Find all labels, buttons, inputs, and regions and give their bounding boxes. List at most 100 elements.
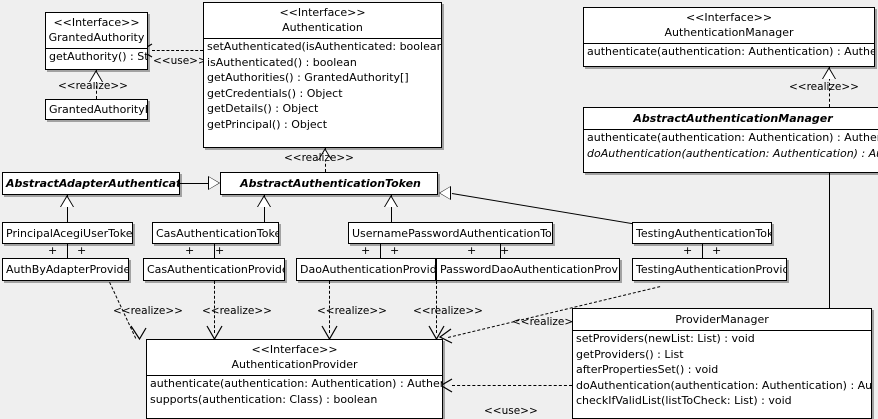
class-testing-authentication-provider[interactable]: TestingAuthenticationProvider	[632, 258, 787, 281]
association-plus-left-principal: +	[48, 244, 58, 257]
class-abstract-adapter-authentication-token[interactable]: AbstractAdapterAuthenticationToken	[2, 172, 180, 195]
realize-line-passworddaoauthenticationprovider	[436, 281, 437, 333]
class-stereotype: <<Interface>>	[53, 16, 140, 29]
class-member: isAuthenticated() : boolean	[207, 55, 357, 69]
generalization-triangle-fill-castoken	[258, 197, 270, 207]
association-plus-left-passworddao: +	[467, 244, 477, 257]
class-abstract-authentication-manager[interactable]: AbstractAuthenticationManager authentica…	[583, 107, 878, 173]
class-member: getAuthorities() : GrantedAuthority[]	[207, 71, 409, 84]
association-line-passworddao	[500, 243, 501, 258]
association-plus-right-cas: +	[215, 244, 225, 257]
class-principal-acegi-user-token[interactable]: PrincipalAcegiUserToken	[2, 222, 133, 244]
class-name: PrincipalAcegiUserToken	[6, 227, 133, 240]
realize-line-casauthenticationprovider	[214, 281, 215, 333]
realize-label-abstracttoken: <<realize>>	[284, 152, 354, 164]
association-plus-left-cas: +	[185, 244, 195, 257]
class-testing-authentication-token[interactable]: TestingAuthenticationToken	[632, 222, 772, 244]
class-member: authenticate(authentication: Authenticat…	[587, 45, 874, 58]
class-name: AbstractAdapterAuthenticationToken	[6, 177, 179, 190]
realize-label-authbyadapterprovider: <<realize>>	[113, 305, 183, 317]
realize-label-abstractauthmgr: <<realize>>	[789, 81, 859, 93]
class-abstract-authentication-token[interactable]: AbstractAuthenticationToken	[220, 172, 438, 195]
generalization-line-providermanager	[829, 173, 830, 308]
class-provider-manager[interactable]: ProviderManager setProviders(newList: Li…	[572, 308, 872, 419]
class-divider	[584, 43, 874, 44]
class-stereotype: <<Interface>>	[685, 11, 773, 24]
association-plus-left-testing: +	[683, 244, 693, 257]
use-connector-authentication-grantedauthority	[152, 50, 203, 51]
class-authentication[interactable]: <<Interface>> Authentication setAuthenti…	[203, 2, 442, 148]
realize-line-abstractauthmgr	[829, 67, 830, 107]
class-member: doAuthentication(authentication: Authent…	[587, 146, 878, 160]
open-arrow-casauthenticationprovider	[205, 325, 223, 341]
class-name: AbstractAuthenticationManager	[633, 112, 833, 125]
class-name: CasAuthenticationToken	[156, 227, 279, 240]
generalization-triangle-fill-testingtoken	[440, 187, 450, 199]
class-divider	[584, 129, 878, 130]
class-member: setProviders(newList: List) : void	[576, 332, 755, 345]
association-plus-right-dao: +	[390, 244, 400, 257]
association-line-cas	[214, 243, 215, 258]
class-cas-authentication-token[interactable]: CasAuthenticationToken	[152, 222, 279, 244]
class-name: AuthenticationManager	[664, 26, 794, 39]
class-password-dao-authentication-provider[interactable]: PasswordDaoAuthenticationProvider	[436, 258, 620, 281]
class-authentication-provider[interactable]: <<Interface>> AuthenticationProvider aut…	[146, 339, 443, 419]
class-members: authenticate(authentication: Authenticat…	[147, 376, 442, 407]
class-name: GrantedAuthorityImpl	[49, 103, 148, 116]
class-name: AbstractAuthenticationToken	[240, 177, 421, 190]
association-line-testing	[702, 243, 703, 258]
class-member: getCredentials() : Object	[207, 86, 343, 100]
class-member: getPrincipal() : Object	[207, 117, 328, 131]
class-member: getAuthority() : String	[49, 50, 147, 63]
class-authentication-manager[interactable]: <<Interface>> AuthenticationManager auth…	[583, 7, 875, 67]
class-name: PasswordDaoAuthenticationProvider	[440, 263, 620, 276]
class-stereotype: <<Interface>>	[279, 6, 366, 19]
class-username-password-authentication-token[interactable]: UsernamePasswordAuthenticationToken	[348, 222, 553, 244]
class-member: checkIfValidList(listToCheck: List) : vo…	[576, 394, 792, 407]
class-divider	[204, 38, 441, 39]
class-member: afterPropertiesSet() : void	[576, 363, 719, 376]
class-members: authenticate(authentication: Authenticat…	[584, 130, 878, 161]
class-name: Authentication	[282, 21, 363, 34]
generalization-line-castoken-v1	[264, 195, 265, 222]
class-name: ProviderManager	[675, 313, 769, 326]
class-name: TestingAuthenticationProvider	[636, 263, 787, 276]
class-member: doAuthentication(authentication: Authent…	[576, 378, 872, 392]
class-name: AuthenticationProvider	[231, 358, 358, 371]
class-cas-authentication-provider[interactable]: CasAuthenticationProvider	[143, 258, 285, 281]
open-arrow-authbyadapterprovider	[129, 325, 147, 341]
association-plus-right-passworddao: +	[500, 244, 510, 257]
realize-triangle-fill-abstracttoken	[319, 150, 331, 160]
realize-triangle-fill-grantedauthorityimpl	[90, 72, 102, 82]
generalization-triangle-fill-usernamepasswordtoken	[385, 197, 397, 207]
generalization-triangle-fill-adaptertoken	[209, 177, 219, 189]
class-name: TestingAuthenticationToken	[636, 227, 772, 240]
class-member: setAuthenticated(isAuthenticated: boolea…	[207, 40, 441, 53]
association-line-principal-authbyadapter	[67, 243, 68, 258]
generalization-line-usernamepasswordtoken	[391, 195, 392, 222]
realize-label-daoauthenticationprovider: <<realize>>	[317, 305, 387, 317]
realize-line-grantedauthorityimpl	[96, 70, 97, 99]
class-divider	[147, 375, 442, 376]
generalization-line-adaptertoken	[180, 183, 208, 184]
class-name: CasAuthenticationProvider	[147, 263, 285, 276]
association-line-dao	[380, 243, 381, 258]
use-label-providermanager: <<use>>	[484, 405, 538, 417]
class-dao-authentication-provider[interactable]: DaoAuthenticationProvider	[296, 258, 436, 281]
class-members: authenticate(authentication: Authenticat…	[584, 44, 874, 60]
association-plus-right-principal: +	[77, 244, 87, 257]
realize-label-casauthenticationprovider: <<realize>>	[202, 305, 272, 317]
class-granted-authority[interactable]: <<Interface>> GrantedAuthority getAuthor…	[45, 12, 148, 70]
class-divider	[46, 48, 147, 49]
class-member: supports(authentication: Class) : boolea…	[150, 392, 378, 406]
realize-label-passworddaoauthenticationprovider: <<realize>>	[413, 305, 483, 317]
generalization-line-principalacegitoken	[67, 195, 68, 222]
generalization-triangle-fill-principalacegitoken	[61, 197, 73, 207]
class-auth-by-adapter-provider[interactable]: AuthByAdapterProvider	[2, 258, 129, 281]
class-name: AuthByAdapterProvider	[6, 263, 129, 276]
class-granted-authority-impl[interactable]: GrantedAuthorityImpl	[45, 99, 148, 120]
use-label-granted-authority: <<use>>	[153, 55, 207, 67]
class-members: setProviders(newList: List) : void getPr…	[573, 331, 871, 409]
class-members: getAuthority() : String	[46, 49, 147, 65]
